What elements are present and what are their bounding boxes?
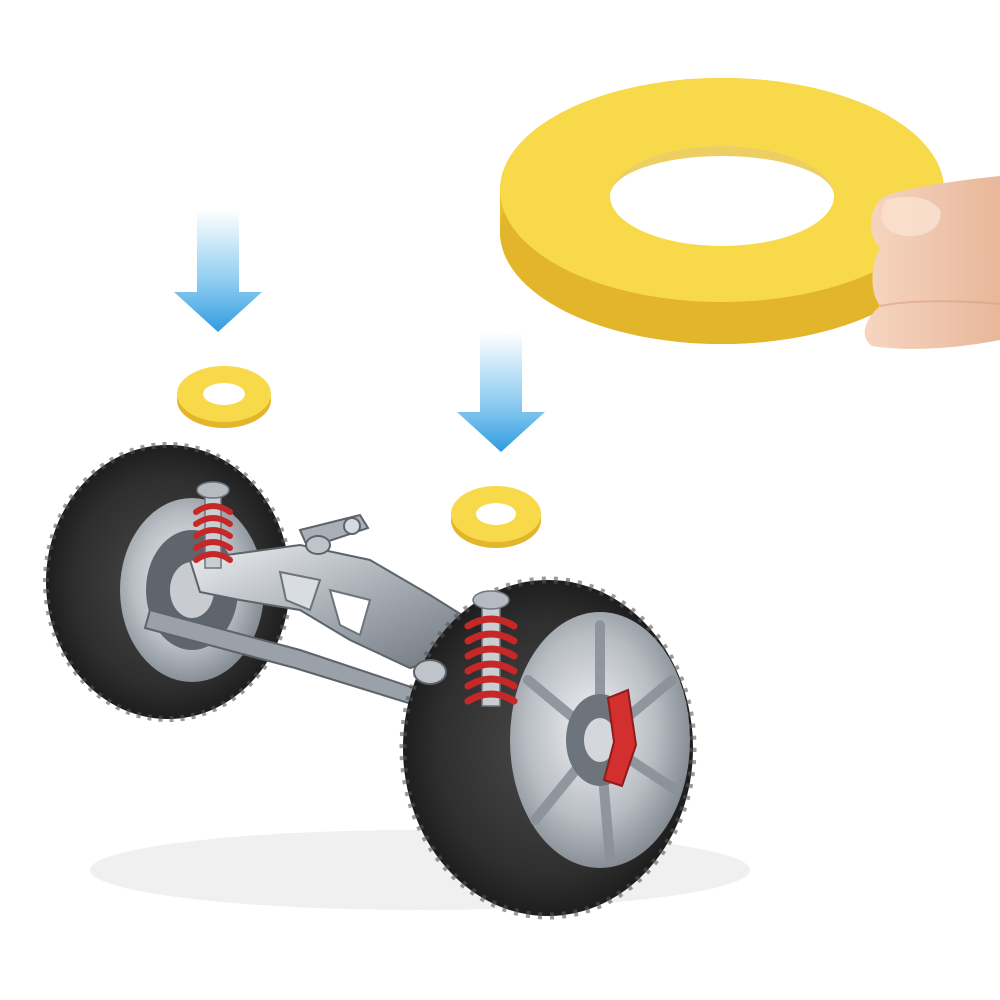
right-wheel [399, 576, 697, 920]
small-washer-left [177, 366, 271, 428]
large-washer [500, 78, 944, 344]
large-washer-hole [610, 146, 834, 246]
suspension-axle [43, 442, 750, 920]
left-arrow-down-icon [174, 210, 262, 332]
left-spring [193, 481, 233, 569]
thumb-nail [881, 196, 941, 237]
small-washer-right [451, 486, 541, 548]
right-arrow-down-icon [457, 332, 545, 452]
brake-caliper [602, 688, 638, 788]
hand [864, 176, 1000, 349]
right-spring [464, 590, 518, 707]
